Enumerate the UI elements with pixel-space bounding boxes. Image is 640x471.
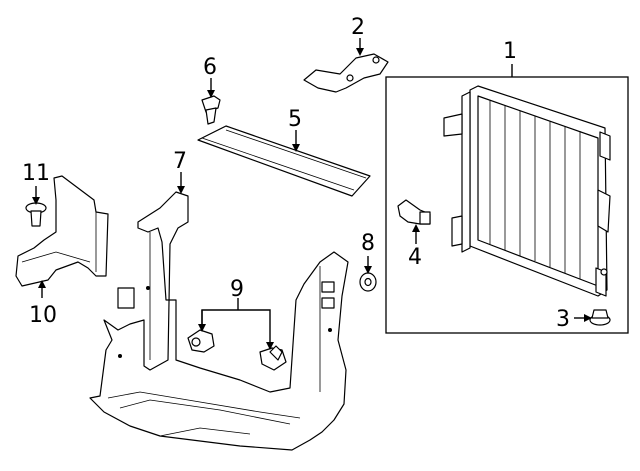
grommet bbox=[589, 309, 611, 326]
callout-7: 7 bbox=[173, 149, 187, 174]
fastener-left bbox=[187, 329, 215, 353]
fastener-right bbox=[259, 345, 287, 371]
lower-air-deflector bbox=[89, 191, 349, 451]
upper-seal bbox=[197, 125, 371, 197]
sensor bbox=[397, 199, 431, 225]
callout-11: 11 bbox=[22, 161, 50, 186]
push-pin bbox=[201, 95, 221, 125]
retaining-clip bbox=[25, 202, 47, 227]
callout-4: 4 bbox=[408, 245, 422, 270]
callout-10: 10 bbox=[29, 303, 57, 328]
callout-9: 9 bbox=[230, 277, 244, 302]
callout-2: 2 bbox=[351, 15, 365, 40]
leader-lines bbox=[32, 38, 592, 350]
radiator bbox=[443, 85, 611, 297]
callout-6: 6 bbox=[203, 55, 217, 80]
bracket bbox=[303, 53, 389, 93]
callout-5: 5 bbox=[288, 107, 302, 132]
callout-8: 8 bbox=[361, 231, 375, 256]
callout-1: 1 bbox=[503, 39, 517, 64]
radiator-detail-box bbox=[385, 76, 629, 334]
callout-3: 3 bbox=[556, 307, 570, 332]
side-air-deflector bbox=[15, 175, 109, 287]
washer bbox=[359, 272, 377, 292]
